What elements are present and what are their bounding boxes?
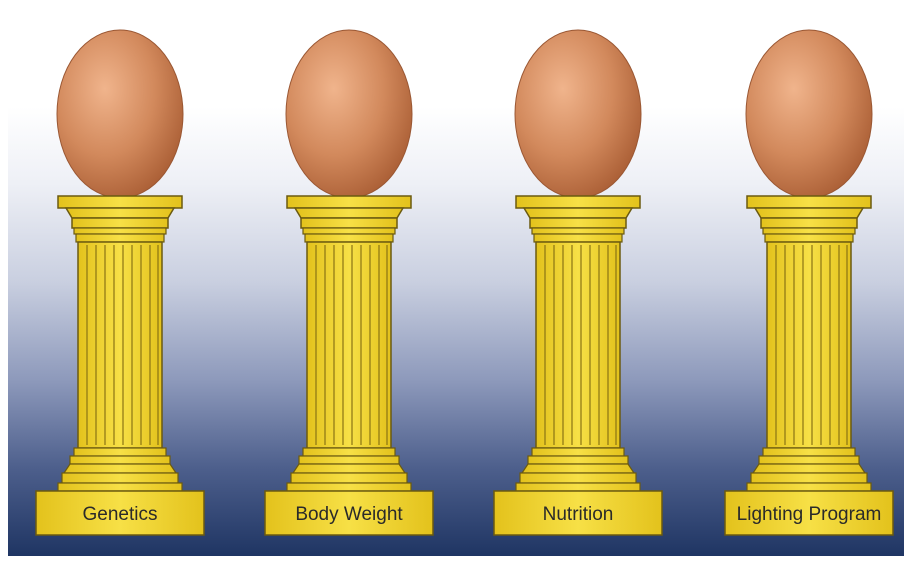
- egg-on-column-icon: [725, 30, 893, 535]
- pillar-label-lighting-program: Lighting Program: [737, 504, 882, 525]
- egg-on-column-icon: [494, 30, 662, 535]
- pillar-genetics: Genetics: [36, 30, 204, 535]
- diagram-frame: Genetics Body Weight Nutrition Lighting …: [8, 8, 904, 556]
- pillars-diagram: Genetics Body Weight Nutrition Lighting …: [8, 8, 904, 556]
- egg-on-column-icon: [265, 30, 433, 535]
- pillar-lighting-program: Lighting Program: [725, 30, 893, 535]
- egg-on-column-icon: [36, 30, 204, 535]
- pillar-label-body-weight: Body Weight: [295, 504, 403, 525]
- pillar-label-nutrition: Nutrition: [543, 504, 614, 525]
- pillar-nutrition: Nutrition: [494, 30, 662, 535]
- pillar-label-genetics: Genetics: [83, 504, 158, 525]
- pillar-body-weight: Body Weight: [265, 30, 433, 535]
